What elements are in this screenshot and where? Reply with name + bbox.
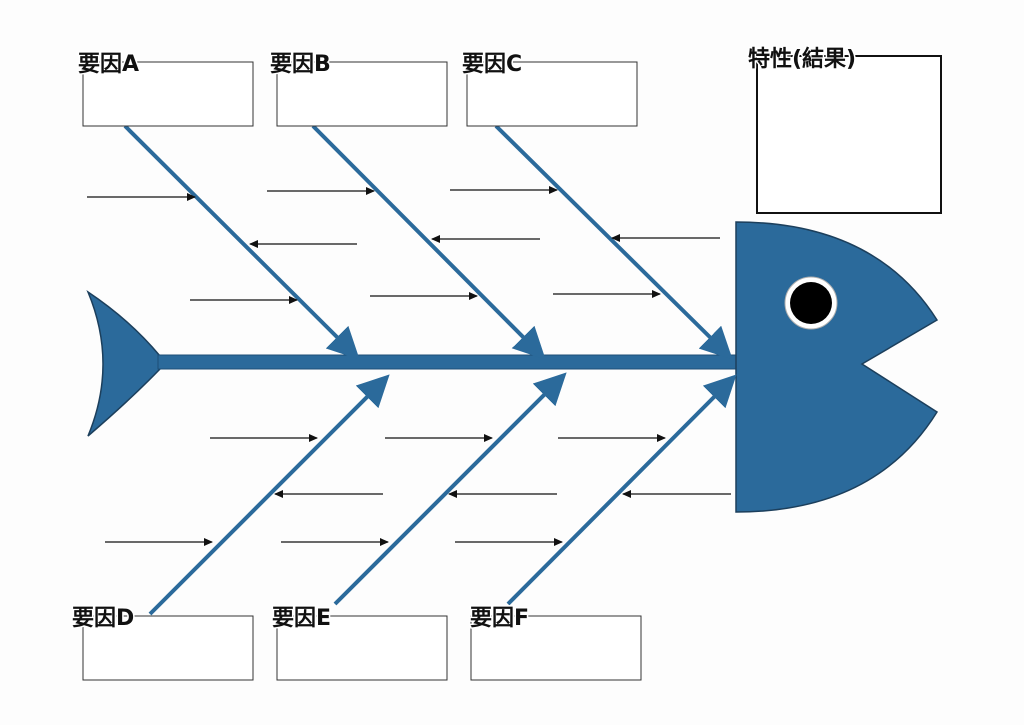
fish-eye: [784, 276, 838, 330]
cause-label-b: 要因B: [270, 52, 331, 77]
fish-spine: [157, 354, 739, 370]
bone-f: [506, 374, 737, 606]
bone-e: [333, 372, 567, 606]
cause-box-f[interactable]: [470, 615, 642, 681]
bone-b: [311, 124, 546, 360]
cause-box-a[interactable]: [82, 61, 254, 127]
cause-box-c[interactable]: [466, 61, 638, 127]
cause-label-c: 要因C: [462, 52, 522, 77]
fish-tail: [86, 290, 161, 437]
cause-label-f: 要因F: [470, 606, 529, 631]
cause-box-e[interactable]: [276, 615, 448, 681]
bone-a: [123, 124, 360, 360]
cause-box-b[interactable]: [276, 61, 448, 127]
fish-head: [735, 221, 939, 513]
effect-box[interactable]: [756, 55, 942, 214]
cause-label-a: 要因A: [78, 52, 139, 77]
cause-box-d[interactable]: [82, 615, 254, 681]
bone-d: [148, 374, 390, 616]
effect-label: 特性(結果): [748, 46, 856, 72]
cause-label-d: 要因D: [72, 606, 134, 631]
cause-label-e: 要因E: [272, 606, 331, 631]
bone-c: [494, 124, 733, 360]
